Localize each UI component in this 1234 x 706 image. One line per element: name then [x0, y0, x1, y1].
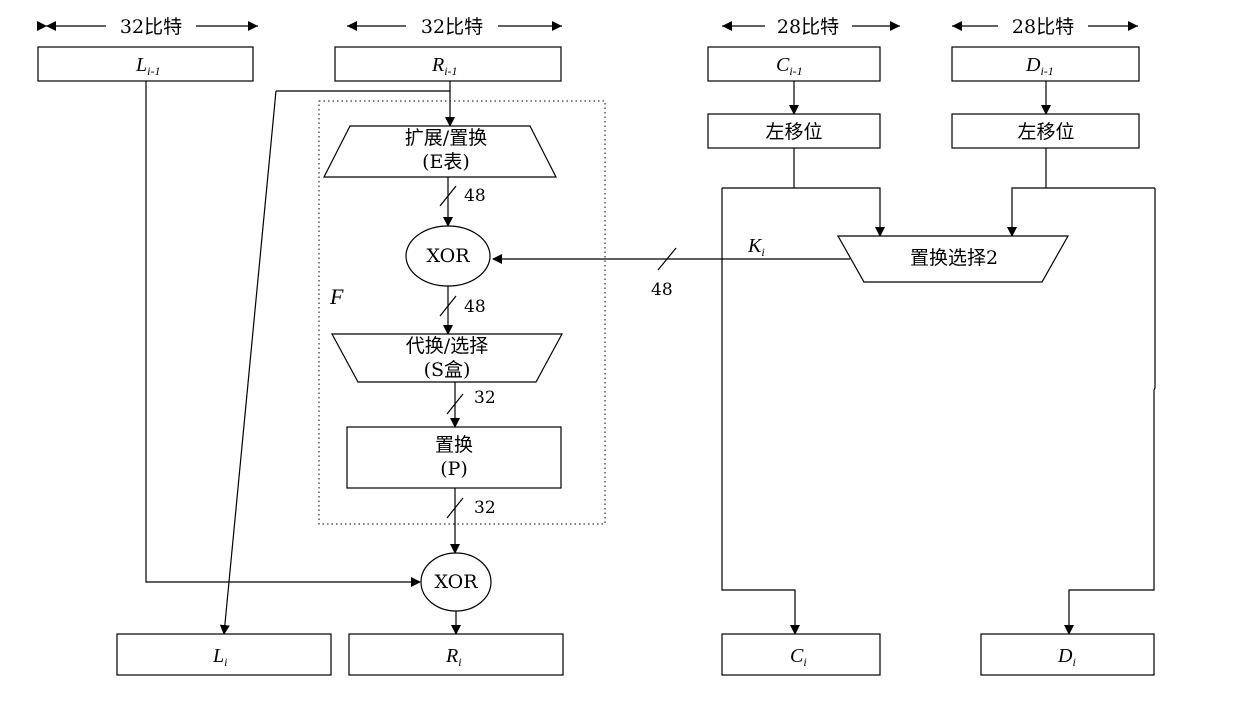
width-label-d: 28比特	[1012, 16, 1074, 38]
f-function-label: F	[329, 284, 344, 309]
substitution-sbox-box: 代换/选择 (S盒)	[330, 333, 564, 383]
slash-after-s	[446, 393, 464, 415]
shift-d-box: 左移位	[951, 113, 1140, 149]
svg-text:XOR: XOR	[426, 245, 470, 267]
input-d-box: Di-1	[951, 46, 1140, 82]
width-indicator-c: 28比特	[722, 16, 900, 38]
svg-text:(S盒): (S盒)	[424, 359, 471, 381]
permuted-choice-2-box: 置换选择2	[836, 235, 1070, 283]
arrow-c-to-pc2	[722, 187, 885, 237]
permutation-p-box: 置换 (P)	[346, 426, 562, 489]
output-l-box: Li	[116, 633, 332, 676]
arrow-l-to-xor	[145, 81, 421, 587]
output-c-box: Ci	[721, 633, 881, 676]
width-after-xor: 48	[464, 297, 486, 317]
svg-text:置换: 置换	[435, 434, 473, 456]
width-after-p: 32	[474, 498, 496, 518]
expansion-permutation-box: 扩展/置换 (E表)	[323, 125, 557, 178]
svg-text:Ri: Ri	[445, 645, 462, 669]
arrow-c-to-ci	[721, 188, 800, 635]
input-r-box: Ri-1	[334, 46, 562, 82]
svg-text:XOR: XOR	[434, 571, 478, 593]
width-indicator-l: 32比特	[37, 16, 258, 38]
svg-text:(E表): (E表)	[422, 151, 470, 173]
input-l-box: Li-1	[37, 46, 254, 82]
slash-key	[657, 247, 677, 271]
svg-text:置换选择2: 置换选择2	[910, 247, 998, 269]
svg-text:Li: Li	[212, 645, 227, 669]
key-width-label: 48	[651, 280, 673, 300]
width-label-l: 32比特	[120, 16, 182, 38]
svg-text:(P): (P)	[440, 458, 468, 480]
width-indicator-d: 28比特	[952, 16, 1138, 38]
arrow-d-to-pc2	[1007, 187, 1155, 237]
svg-text:代换/选择: 代换/选择	[406, 335, 488, 357]
width-indicator-r: 32比特	[347, 16, 562, 38]
input-c-box: Ci-1	[707, 46, 881, 82]
svg-text:Li-1: Li-1	[135, 54, 160, 78]
width-after-s: 32	[474, 388, 496, 408]
slash-after-xor	[439, 295, 457, 317]
arrow-d-to-di	[1064, 188, 1156, 635]
svg-text:左移位: 左移位	[765, 121, 822, 143]
xor-f-node: XOR	[405, 225, 491, 287]
key-ki-label: Ki	[747, 235, 765, 259]
svg-text:扩展/置换: 扩展/置换	[405, 127, 487, 149]
svg-text:Di-1: Di-1	[1025, 54, 1054, 78]
slash-after-p	[446, 497, 464, 519]
svg-text:Ci: Ci	[790, 645, 807, 669]
svg-text:Ci-1: Ci-1	[776, 54, 803, 78]
width-after-e: 48	[464, 186, 486, 206]
f-function-boundary	[318, 100, 606, 525]
output-d-box: Di	[980, 633, 1155, 676]
xor-output-node: XOR	[420, 552, 492, 612]
svg-text:Ri-1: Ri-1	[431, 54, 458, 78]
shift-c-box: 左移位	[707, 113, 881, 149]
svg-text:左移位: 左移位	[1017, 121, 1074, 143]
width-label-c: 28比特	[777, 16, 839, 38]
width-label-r: 32比特	[421, 16, 483, 38]
output-r-box: Ri	[348, 633, 564, 676]
slash-after-e	[439, 185, 457, 207]
arrow-r-to-li	[219, 90, 277, 635]
svg-text:Di: Di	[1057, 645, 1076, 669]
